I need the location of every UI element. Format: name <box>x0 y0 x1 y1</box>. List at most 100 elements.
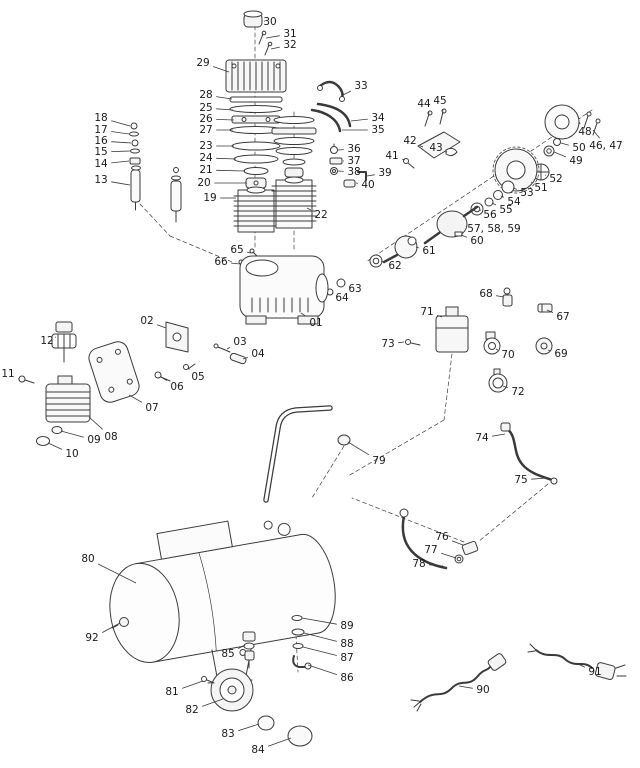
part-label-13: 13 <box>94 174 131 186</box>
svg-text:88: 88 <box>340 638 353 650</box>
svg-text:84: 84 <box>251 744 265 756</box>
svg-text:56: 56 <box>483 209 497 221</box>
oil-breather-parts <box>129 122 182 223</box>
part-label-29: 29 <box>196 57 230 73</box>
part-label-02: 02 <box>140 315 167 329</box>
part-label-09: 09 <box>60 430 101 446</box>
part-label-62: 62 <box>380 260 402 272</box>
svg-text:15: 15 <box>94 146 107 158</box>
air-tank <box>109 520 336 664</box>
svg-text:44: 44 <box>417 98 431 110</box>
svg-text:38: 38 <box>347 166 360 178</box>
part-label-22: 22 <box>306 207 328 221</box>
pump-crankcase <box>239 255 329 325</box>
part-label-87: 87 <box>302 646 354 664</box>
part-label-37: 37 <box>343 155 361 167</box>
part-label-60: 60 <box>460 234 484 247</box>
svg-text:64: 64 <box>335 292 349 304</box>
svg-text:05: 05 <box>191 371 204 383</box>
svg-text:29: 29 <box>196 57 209 69</box>
svg-text:77: 77 <box>424 544 437 556</box>
part-label-24: 24 <box>199 152 237 164</box>
part-label-71: 71 <box>420 306 443 318</box>
svg-text:63: 63 <box>348 283 361 295</box>
svg-text:36: 36 <box>347 143 361 155</box>
svg-text:09: 09 <box>87 434 100 446</box>
discharge-pipes <box>310 80 352 133</box>
svg-text:60: 60 <box>470 235 483 247</box>
part-label-46-47: 46, 47 <box>589 129 623 152</box>
svg-text:07: 07 <box>145 402 158 414</box>
svg-text:90: 90 <box>476 684 489 696</box>
breather-cap <box>243 10 273 56</box>
svg-text:23: 23 <box>199 140 212 152</box>
part-label-18: 18 <box>94 112 131 127</box>
svg-text:65: 65 <box>230 244 243 256</box>
svg-text:06: 06 <box>170 381 184 393</box>
part-label-48: 48 <box>578 121 592 138</box>
drain-fitting-stack <box>291 615 312 670</box>
svg-text:91: 91 <box>588 666 601 678</box>
part-label-30: 30 <box>263 16 276 28</box>
part-label-82: 82 <box>185 698 224 716</box>
part-label-76: 76 <box>435 531 464 546</box>
mounting-bracket-parts <box>88 321 247 403</box>
part-label-74: 74 <box>475 432 506 444</box>
part-label-88: 88 <box>303 632 354 650</box>
part-label-89: 89 <box>301 617 354 632</box>
svg-text:74: 74 <box>475 432 489 444</box>
svg-text:76: 76 <box>435 531 449 543</box>
svg-text:21: 21 <box>199 164 212 176</box>
svg-text:50: 50 <box>572 142 585 154</box>
part-label-64: 64 <box>331 292 349 304</box>
part-label-28: 28 <box>199 89 233 101</box>
svg-text:86: 86 <box>340 672 354 684</box>
hose <box>500 422 558 485</box>
part-label-66: 66 <box>214 256 241 268</box>
svg-text:08: 08 <box>104 431 117 443</box>
svg-text:57, 58, 59: 57, 58, 59 <box>467 223 520 235</box>
part-label-01: 01 <box>300 312 323 329</box>
svg-text:41: 41 <box>385 150 398 162</box>
cylinder-head <box>225 59 287 93</box>
part-label-32: 32 <box>270 39 297 51</box>
part-label-34: 34 <box>350 112 385 124</box>
svg-text:70: 70 <box>501 349 514 361</box>
svg-text:73: 73 <box>381 338 394 350</box>
part-label-04: 04 <box>242 348 265 360</box>
svg-text:45: 45 <box>433 95 446 107</box>
part-label-80: 80 <box>81 553 137 584</box>
part-label-39: 39 <box>366 167 392 179</box>
part-label-21: 21 <box>199 164 246 176</box>
part-label-51: 51 <box>530 181 548 194</box>
part-label-56: 56 <box>479 209 497 221</box>
svg-text:92: 92 <box>85 632 98 644</box>
svg-text:04: 04 <box>251 348 265 360</box>
svg-text:87: 87 <box>340 652 353 664</box>
svg-text:46, 47: 46, 47 <box>589 140 622 152</box>
part-label-50: 50 <box>560 142 586 154</box>
part-label-27: 27 <box>199 124 233 136</box>
power-cord-a <box>410 653 507 712</box>
svg-text:40: 40 <box>361 179 374 191</box>
part-label-85: 85 <box>221 644 246 660</box>
part-label-31: 31 <box>265 28 297 40</box>
part-label-26: 26 <box>199 113 235 125</box>
cylinder-left <box>233 186 279 233</box>
svg-text:16: 16 <box>94 135 108 147</box>
svg-text:48: 48 <box>578 126 591 138</box>
part-label-35: 35 <box>342 124 385 136</box>
part-label-86: 86 <box>307 664 354 684</box>
svg-text:17: 17 <box>94 124 107 136</box>
svg-text:11: 11 <box>1 368 14 380</box>
motor-parts <box>326 104 601 296</box>
part-label-03: 03 <box>226 336 247 350</box>
part-label-41: 41 <box>385 150 406 162</box>
part-label-69: 69 <box>547 348 568 360</box>
svg-text:18: 18 <box>94 112 107 124</box>
part-label-57-58-59: 57, 58, 59 <box>465 223 521 235</box>
part-label-63: 63 <box>343 283 362 295</box>
svg-text:22: 22 <box>314 209 327 221</box>
cylinder-right <box>271 176 317 229</box>
